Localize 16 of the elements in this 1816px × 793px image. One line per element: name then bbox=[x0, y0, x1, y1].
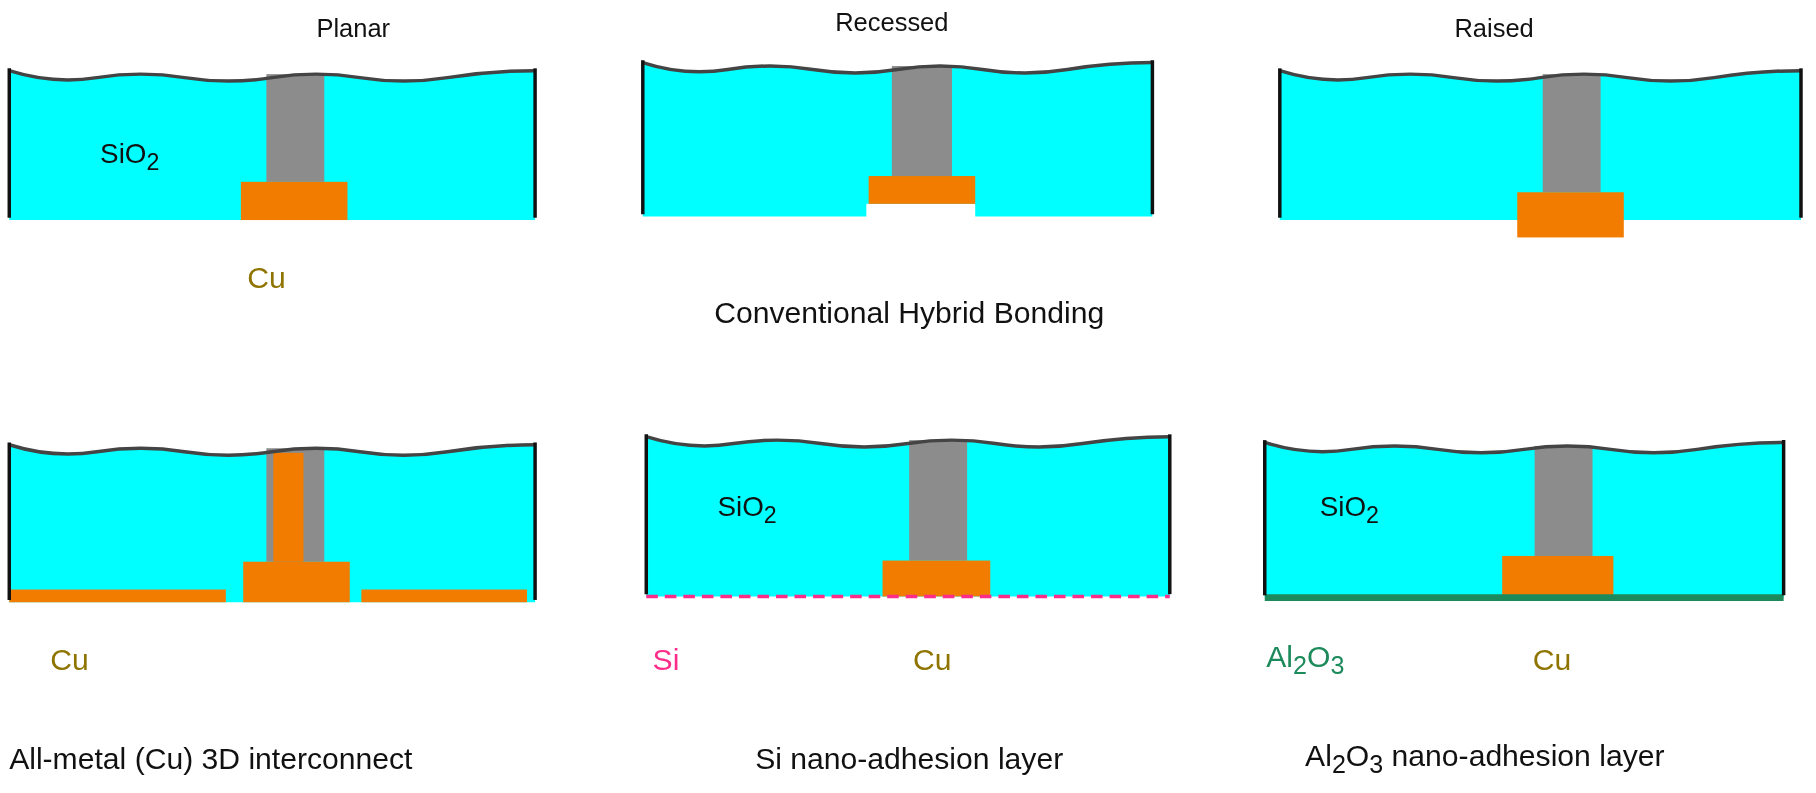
figure-caption: Conventional Hybrid Bonding bbox=[714, 296, 1105, 330]
panel-title: Recessed bbox=[835, 9, 949, 38]
material-label: Cu bbox=[1532, 643, 1572, 677]
panel-title: Raised bbox=[1454, 14, 1534, 43]
figure-caption: Al$_{2}$O$_{3}$ nano-adhesion layer bbox=[1305, 738, 1665, 779]
figure-caption: All-metal (Cu) 3D interconnect bbox=[9, 742, 413, 776]
figure-caption: Si nano-adhesion layer bbox=[755, 742, 1064, 776]
material-label: Cu bbox=[247, 261, 286, 295]
material-label: SiO$_{2}$ bbox=[1319, 491, 1379, 528]
panel-title: Planar bbox=[316, 14, 391, 43]
material-label: SiO$_{2}$ bbox=[100, 138, 160, 175]
material-label: Si bbox=[652, 643, 680, 677]
material-label: Al$_{2}$O$_{3}$ bbox=[1266, 640, 1345, 680]
material-label: Cu bbox=[50, 643, 89, 677]
material-label: Cu bbox=[913, 643, 952, 677]
material-label: SiO$_{2}$ bbox=[717, 491, 777, 528]
